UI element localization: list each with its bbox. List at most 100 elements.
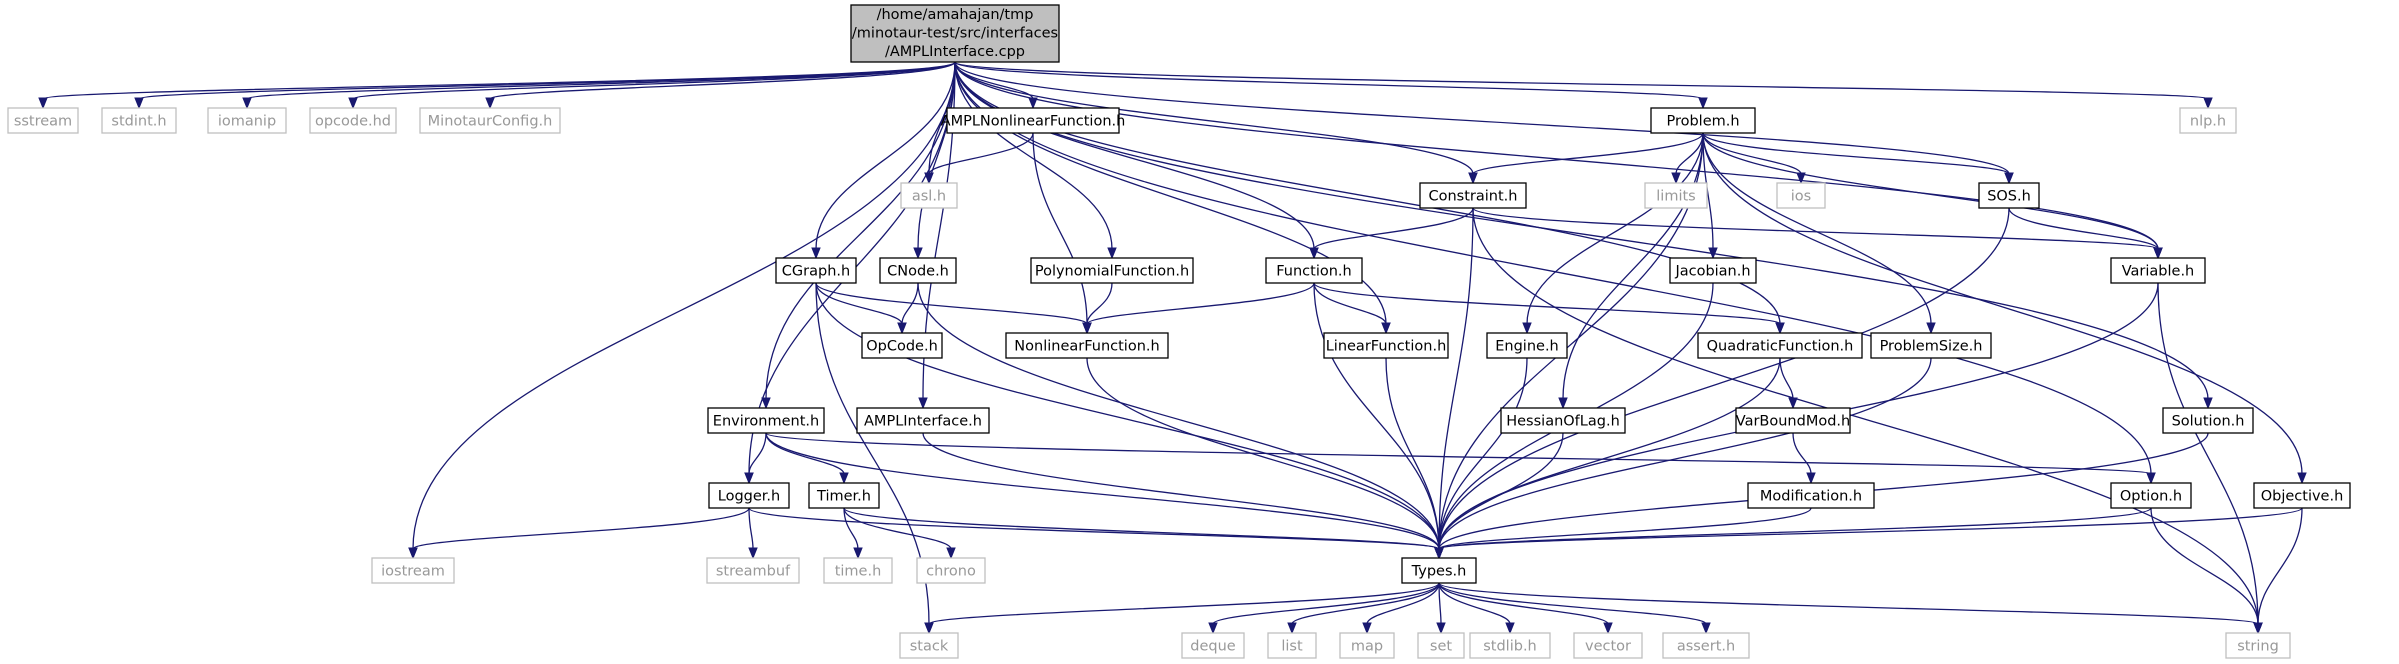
node-label: HessianOfLag.h bbox=[1506, 414, 1620, 430]
node-polynomial[interactable]: PolynomialFunction.h bbox=[1030, 257, 1194, 284]
node-hessian[interactable]: HessianOfLag.h bbox=[1500, 407, 1626, 434]
node-set: set bbox=[1417, 632, 1465, 659]
node-label: nlp.h bbox=[2190, 114, 2226, 130]
edge-amplnonlinear-to-asl bbox=[924, 132, 1034, 185]
node-deque: deque bbox=[1181, 632, 1245, 659]
node-chrono: chrono bbox=[916, 557, 986, 584]
node-quadratic[interactable]: QuadraticFunction.h bbox=[1697, 332, 1863, 359]
edge-root-to-stdint bbox=[134, 61, 956, 110]
node-label: Timer.h bbox=[816, 489, 871, 505]
edge-types-to-list bbox=[1287, 582, 1440, 635]
edge-root-to-iomanip bbox=[242, 61, 956, 110]
edge-logger-to-iostream bbox=[408, 507, 750, 560]
node-opcode[interactable]: OpCode.h bbox=[861, 332, 943, 359]
edge-problem-to-objective bbox=[1702, 132, 2307, 485]
node-problem[interactable]: Problem.h bbox=[1650, 107, 1756, 134]
edge-problem-to-sos bbox=[1702, 132, 2014, 185]
node-label: PolynomialFunction.h bbox=[1035, 264, 1189, 280]
edge-root-to-cgraph bbox=[811, 61, 956, 260]
edge-types-to-stdlib bbox=[1438, 582, 1515, 635]
edge-environment-to-option bbox=[765, 432, 2156, 485]
node-label: vector bbox=[1585, 639, 1631, 655]
node-cnode[interactable]: CNode.h bbox=[879, 257, 957, 284]
node-timer[interactable]: Timer.h bbox=[808, 482, 880, 509]
node-jacobian[interactable]: Jacobian.h bbox=[1669, 257, 1757, 284]
node-label: AMPLNonlinearFunction.h bbox=[941, 114, 1126, 130]
edge-quadratic-to-varbound bbox=[1779, 357, 1798, 410]
node-option[interactable]: Option.h bbox=[2110, 482, 2192, 509]
node-amplnonlinear[interactable]: AMPLNonlinearFunction.h bbox=[941, 107, 1126, 134]
edge-types-to-deque bbox=[1208, 582, 1440, 635]
node-label: ios bbox=[1791, 189, 1811, 205]
node-modification[interactable]: Modification.h bbox=[1747, 482, 1875, 509]
node-label: QuadraticFunction.h bbox=[1707, 339, 1854, 355]
node-label: Problem.h bbox=[1666, 114, 1739, 130]
node-label: Solution.h bbox=[2172, 414, 2245, 430]
node-label: OpCode.h bbox=[866, 339, 938, 355]
node-label: streambuf bbox=[716, 564, 791, 580]
edge-types-to-set bbox=[1436, 582, 1446, 635]
edge-problem-to-problemsize bbox=[1702, 132, 1936, 335]
edge-types-to-assert bbox=[1438, 582, 1711, 635]
node-label: sstream bbox=[14, 114, 72, 130]
node-logger[interactable]: Logger.h bbox=[708, 482, 790, 509]
node-vector: vector bbox=[1573, 632, 1643, 659]
node-label: assert.h bbox=[1677, 639, 1735, 655]
node-limits: limits bbox=[1644, 182, 1708, 209]
node-label: time.h bbox=[835, 564, 882, 580]
node-label: AMPLInterface.h bbox=[864, 414, 982, 430]
root-label-line: /home/amahajan/tmp bbox=[877, 7, 1034, 23]
node-label: LinearFunction.h bbox=[1326, 339, 1447, 355]
node-label: CNode.h bbox=[887, 264, 949, 280]
node-varbound[interactable]: VarBoundMod.h bbox=[1735, 407, 1851, 434]
node-types[interactable]: Types.h bbox=[1401, 557, 1477, 584]
edge-constraint-to-function bbox=[1309, 207, 1474, 260]
node-asl: asl.h bbox=[900, 182, 958, 209]
node-iostream: iostream bbox=[371, 557, 455, 584]
node-label: iomanip bbox=[218, 114, 276, 130]
node-objective[interactable]: Objective.h bbox=[2253, 482, 2351, 509]
node-nonlinear[interactable]: NonlinearFunction.h bbox=[1005, 332, 1169, 359]
node-solution[interactable]: Solution.h bbox=[2162, 407, 2254, 434]
node-environment[interactable]: Environment.h bbox=[707, 407, 825, 434]
node-sos[interactable]: SOS.h bbox=[1978, 182, 2040, 209]
node-linear[interactable]: LinearFunction.h bbox=[1323, 332, 1449, 359]
node-label: Engine.h bbox=[1495, 339, 1559, 355]
edge-objective-to-string bbox=[2253, 507, 2303, 635]
node-label: limits bbox=[1656, 189, 1695, 205]
edge-environment-to-logger bbox=[744, 432, 767, 485]
node-label: Function.h bbox=[1276, 264, 1351, 280]
edge-root-to-polynomial bbox=[954, 61, 1117, 260]
edge-root-to-nlp bbox=[954, 61, 2213, 110]
node-label: Types.h bbox=[1411, 564, 1467, 580]
node-constraint[interactable]: Constraint.h bbox=[1419, 182, 1527, 209]
node-function[interactable]: Function.h bbox=[1265, 257, 1363, 284]
node-label: Environment.h bbox=[713, 414, 819, 430]
edge-problem-to-constraint bbox=[1468, 132, 1704, 185]
node-label: asl.h bbox=[912, 189, 946, 205]
node-cgraph[interactable]: CGraph.h bbox=[775, 257, 857, 284]
edge-problem-to-hessian bbox=[1558, 132, 1704, 410]
node-label: VarBoundMod.h bbox=[1736, 414, 1850, 430]
edge-sos-to-variable bbox=[2008, 207, 2163, 260]
edge-quadratic-to-types bbox=[1434, 357, 1781, 560]
node-problemsize[interactable]: ProblemSize.h bbox=[1870, 332, 1992, 359]
edge-option-to-types bbox=[1434, 507, 2152, 560]
node-timeh: time.h bbox=[823, 557, 893, 584]
node-label: Objective.h bbox=[2261, 489, 2344, 505]
edge-function-to-linear bbox=[1313, 282, 1391, 335]
node-assert: assert.h bbox=[1662, 632, 1750, 659]
edge-cgraph-to-opcode bbox=[815, 282, 907, 335]
node-engine[interactable]: Engine.h bbox=[1486, 332, 1568, 359]
node-amplinterfaceh[interactable]: AMPLInterface.h bbox=[856, 407, 990, 434]
node-label: string bbox=[2237, 639, 2279, 655]
edge-types-to-stack bbox=[924, 582, 1440, 635]
node-nlp: nlp.h bbox=[2179, 107, 2237, 134]
node-variable[interactable]: Variable.h bbox=[2110, 257, 2206, 284]
node-root[interactable]: /home/amahajan/tmp/minotaur-test/src/int… bbox=[850, 4, 1060, 63]
node-label: Logger.h bbox=[718, 489, 780, 505]
node-opcodehd: opcode.hd bbox=[309, 107, 397, 134]
node-label: Option.h bbox=[2120, 489, 2182, 505]
node-label: chrono bbox=[926, 564, 976, 580]
node-label: Modification.h bbox=[1760, 489, 1862, 505]
